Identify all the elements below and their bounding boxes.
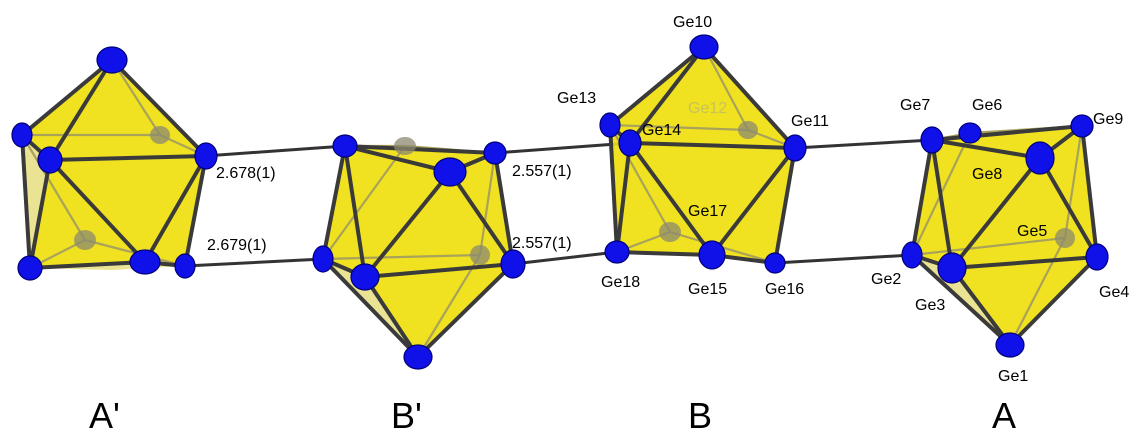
cluster-a-prime (11, 46, 218, 281)
atom-ge2 (901, 241, 923, 269)
b-prime-face-3 (450, 153, 513, 264)
atom-ge15 (698, 240, 726, 270)
atom-ge3 (937, 252, 967, 284)
atom (37, 146, 63, 174)
label-ge12: Ge12 (688, 100, 727, 117)
label-ge16: Ge16 (765, 281, 804, 298)
a-prime-atoms (11, 46, 218, 281)
label-ge18: Ge18 (601, 274, 640, 291)
cluster-label-a-prime: A' (89, 395, 120, 436)
label-ge8: Ge8 (972, 166, 1002, 183)
atom-ge6 (958, 122, 982, 144)
label-ge14: Ge14 (642, 122, 681, 139)
label-ge10: Ge10 (673, 14, 712, 31)
atom-ge9 (1070, 114, 1094, 138)
a-face-5 (952, 257, 1097, 345)
atom (312, 245, 334, 273)
a-bonds (910, 124, 1099, 347)
label-ge2: Ge2 (871, 271, 901, 288)
label-ge17: Ge17 (688, 203, 727, 220)
label-ge4: Ge4 (1099, 284, 1129, 301)
atom (17, 255, 43, 281)
atom-ge13 (599, 112, 621, 138)
label-ge9: Ge9 (1093, 111, 1123, 128)
label-ge1: Ge1 (998, 368, 1028, 385)
a-prime-face-4 (30, 160, 145, 268)
label-ge7: Ge7 (900, 97, 930, 114)
link-b-a-bottom (773, 253, 914, 265)
a-prime-face-3 (50, 156, 206, 262)
link-bp-b-top (493, 141, 632, 155)
cluster-label-b-prime: B' (391, 395, 422, 436)
a-face-2 (932, 140, 1040, 268)
atom-ge14 (618, 129, 642, 157)
atom (350, 263, 380, 291)
link-bp-b-bottom (511, 250, 619, 266)
b-face-2 (610, 47, 704, 143)
atom (11, 122, 33, 148)
label-ge11: Ge11 (791, 113, 829, 130)
atom-ge8 (1025, 141, 1055, 175)
cluster-b (599, 34, 807, 274)
atom-ge7 (920, 126, 944, 154)
atom (483, 141, 507, 165)
atom-labels: Ge10 Ge13 Ge12 Ge14 Ge11 Ge17 Ge18 Ge15 … (557, 14, 1129, 385)
b-face-6 (610, 125, 630, 252)
b-prime-atoms (312, 134, 526, 370)
label-ge5: Ge5 (1017, 223, 1047, 240)
cluster-label-b: B (688, 395, 712, 436)
atom-ge4 (1085, 243, 1109, 271)
atom-ge11 (783, 134, 807, 162)
label-ge13: Ge13 (557, 90, 596, 107)
b-bonds (608, 45, 797, 265)
atom (500, 249, 526, 279)
atom-ge16 (764, 252, 786, 274)
atom (433, 157, 467, 187)
link-b-a-top (793, 138, 934, 150)
b-prime-bonds (321, 144, 515, 359)
distance-ap-bp-top: 2.678(1) (216, 165, 276, 182)
cluster-label-a: A (992, 395, 1016, 436)
cluster-labels: A' B' B A (89, 395, 1016, 436)
atom (96, 46, 128, 74)
label-ge3: Ge3 (915, 297, 945, 314)
atom (403, 344, 433, 370)
b-prime-face-5 (365, 264, 513, 357)
b-prime-face-2 (345, 146, 450, 277)
label-ge6: Ge6 (972, 97, 1002, 114)
link-ap-bp-top (203, 144, 347, 158)
distance-labels: 2.678(1) 2.679(1) 2.557(1) 2.557(1) (207, 163, 572, 254)
atom-ge1 (995, 332, 1025, 358)
distance-bp-b-bottom: 2.557(1) (512, 235, 572, 252)
label-ge15: Ge15 (688, 281, 727, 298)
cluster-a (901, 114, 1109, 358)
b-face-4 (617, 143, 712, 255)
b-atoms (599, 34, 807, 274)
atom-ge10 (689, 34, 719, 60)
inter-cluster-links (183, 138, 934, 268)
atom (129, 249, 161, 275)
link-ap-bp-bottom (183, 257, 325, 268)
cluster-b-prime (312, 134, 526, 370)
atom (194, 142, 218, 170)
atom-ge18 (604, 240, 630, 264)
distance-ap-bp-bottom: 2.679(1) (207, 237, 267, 254)
atom (174, 253, 196, 279)
a-atoms (901, 114, 1109, 358)
distance-bp-b-top: 2.557(1) (512, 163, 572, 180)
b-face-3 (630, 143, 795, 255)
atom (332, 134, 358, 158)
